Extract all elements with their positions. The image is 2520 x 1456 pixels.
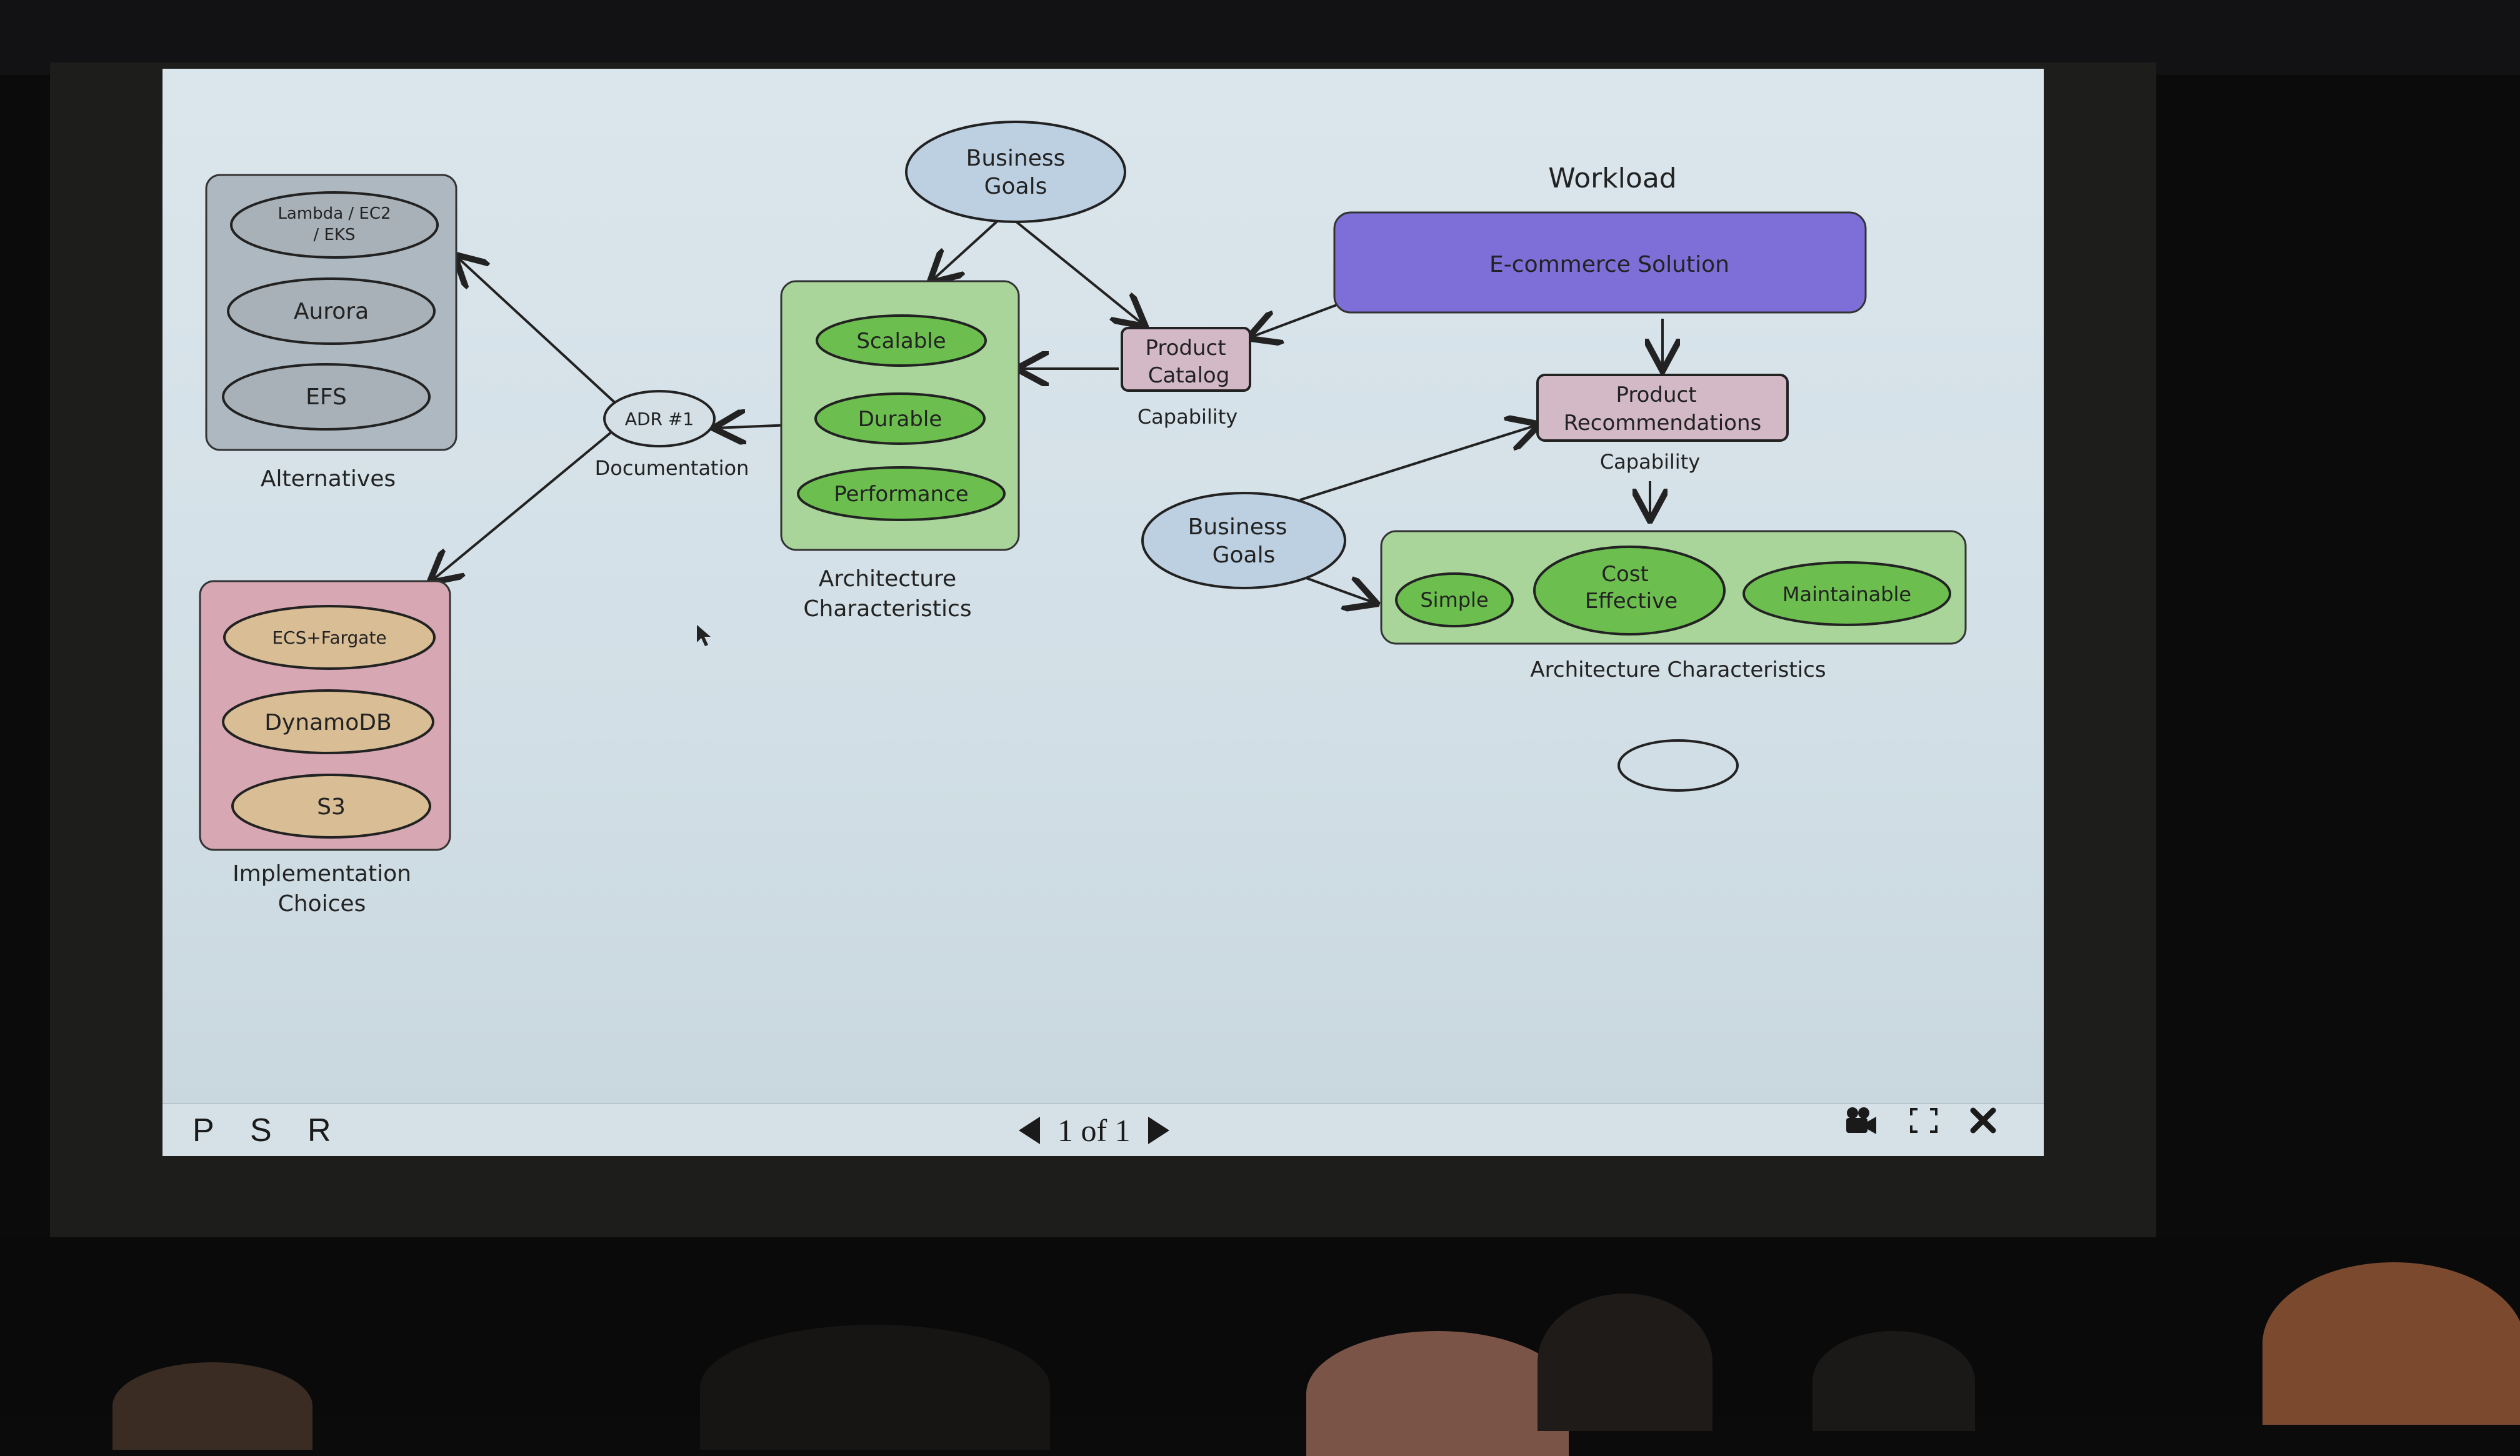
architecture-diagram: Lambda / EC2 / EKS Aurora EFS Alternativ… <box>199 121 1967 917</box>
previous-slide-icon[interactable] <box>1019 1117 1040 1144</box>
business-goals-top-line1: Business <box>966 146 1066 171</box>
audience-head <box>700 1325 1050 1450</box>
implementation-item-ecs: ECS+Fargate <box>272 627 386 648</box>
characteristic-pill-simple <box>1395 572 1514 627</box>
audience-head <box>1812 1331 1975 1431</box>
alternative-pill-lambda <box>230 191 439 259</box>
arch-label-center-line2: Characteristics <box>803 596 971 622</box>
audience-head <box>112 1362 312 1450</box>
characteristic-simple: Simple <box>1420 588 1488 612</box>
alternative-item-eks: / EKS <box>313 226 355 244</box>
product-catalog-line1: Product <box>1145 336 1226 361</box>
implementation-item-s3: S3 <box>317 794 346 820</box>
business-goals-ellipse-right <box>1141 492 1346 589</box>
implementation-item-dynamodb: DynamoDB <box>264 710 391 735</box>
product-rec-line1: Product <box>1616 382 1696 407</box>
characteristic-durable: Durable <box>858 407 942 432</box>
characteristic-performance: Performance <box>834 482 968 507</box>
alternative-item-efs: EFS <box>306 384 347 410</box>
workload-title: Workload <box>1548 162 1676 194</box>
business-goals-ellipse-top <box>905 121 1126 223</box>
characteristic-cost-line2: Effective <box>1585 589 1678 614</box>
arch-label-right: Architecture Characteristics <box>1530 657 1826 682</box>
implementation-pill-ecs <box>223 605 436 670</box>
presenter-p-button[interactable]: P <box>192 1112 214 1149</box>
mouse-cursor-icon <box>697 625 711 646</box>
characteristic-pill-durable <box>814 392 986 445</box>
capability-label-right: Capability <box>1600 450 1700 474</box>
connectors <box>431 217 1662 603</box>
alternative-pill-aurora <box>227 277 436 345</box>
characteristic-pill-performance <box>797 466 1006 521</box>
pager: 1 of 1 <box>1019 1110 1169 1150</box>
capability-label-center: Capability <box>1138 405 1238 429</box>
arch-label-center-line1: Architecture <box>819 566 956 592</box>
alternative-item-lambda: Lambda / EC2 <box>278 204 391 223</box>
implementation-label-line1: Implementation <box>232 861 411 887</box>
business-goals-top-line2: Goals <box>984 174 1048 199</box>
business-goals-right-line1: Business <box>1188 514 1288 540</box>
product-catalog-line2: Catalog <box>1148 363 1230 388</box>
page-indicator: 1 of 1 <box>1058 1113 1131 1148</box>
empty-ellipse <box>1618 739 1739 792</box>
alternatives-label: Alternatives <box>261 466 396 492</box>
characteristic-scalable: Scalable <box>856 329 946 354</box>
next-slide-icon[interactable] <box>1148 1117 1169 1144</box>
characteristic-pill-scalable <box>816 314 987 367</box>
business-goals-right-line2: Goals <box>1212 542 1276 568</box>
characteristic-maintainable: Maintainable <box>1782 582 1911 606</box>
audience-head <box>1538 1294 1712 1431</box>
close-icon[interactable] <box>1966 1104 2001 1137</box>
presentation-slide: Lambda / EC2 / EKS Aurora EFS Alternativ… <box>162 69 2044 1156</box>
characteristic-pill-maintainable <box>1742 561 1951 626</box>
implementation-label-line2: Choices <box>278 891 366 917</box>
adr-ellipse <box>603 390 716 447</box>
slide-controls-bar: P S R 1 of 1 <box>162 1103 2044 1156</box>
audience-head <box>1306 1331 1569 1456</box>
product-rec-line2: Recommendations <box>1564 411 1761 436</box>
presenter-s-button[interactable]: S <box>250 1112 272 1149</box>
implementation-pill-dynamodb <box>222 689 434 754</box>
product-recommendations-box <box>1536 374 1789 442</box>
audience-area <box>0 1237 2520 1456</box>
fullscreen-icon[interactable] <box>1906 1104 1941 1137</box>
adr-label: ADR #1 <box>625 409 694 429</box>
characteristic-pill-cost-effective <box>1533 546 1726 636</box>
characteristic-cost-line1: Cost <box>1601 562 1649 587</box>
presenter-r-button[interactable]: R <box>308 1112 331 1149</box>
documentation-label: Documentation <box>595 456 749 480</box>
audience-head <box>2262 1262 2520 1425</box>
alternative-pill-efs <box>222 363 431 431</box>
product-catalog-box <box>1121 327 1251 392</box>
video-camera-icon[interactable] <box>1844 1104 1879 1137</box>
ecommerce-label: E-commerce Solution <box>1489 252 1729 277</box>
ecommerce-box <box>1333 211 1867 314</box>
implementation-pill-s3 <box>231 774 431 839</box>
alternative-item-aurora: Aurora <box>294 299 369 324</box>
